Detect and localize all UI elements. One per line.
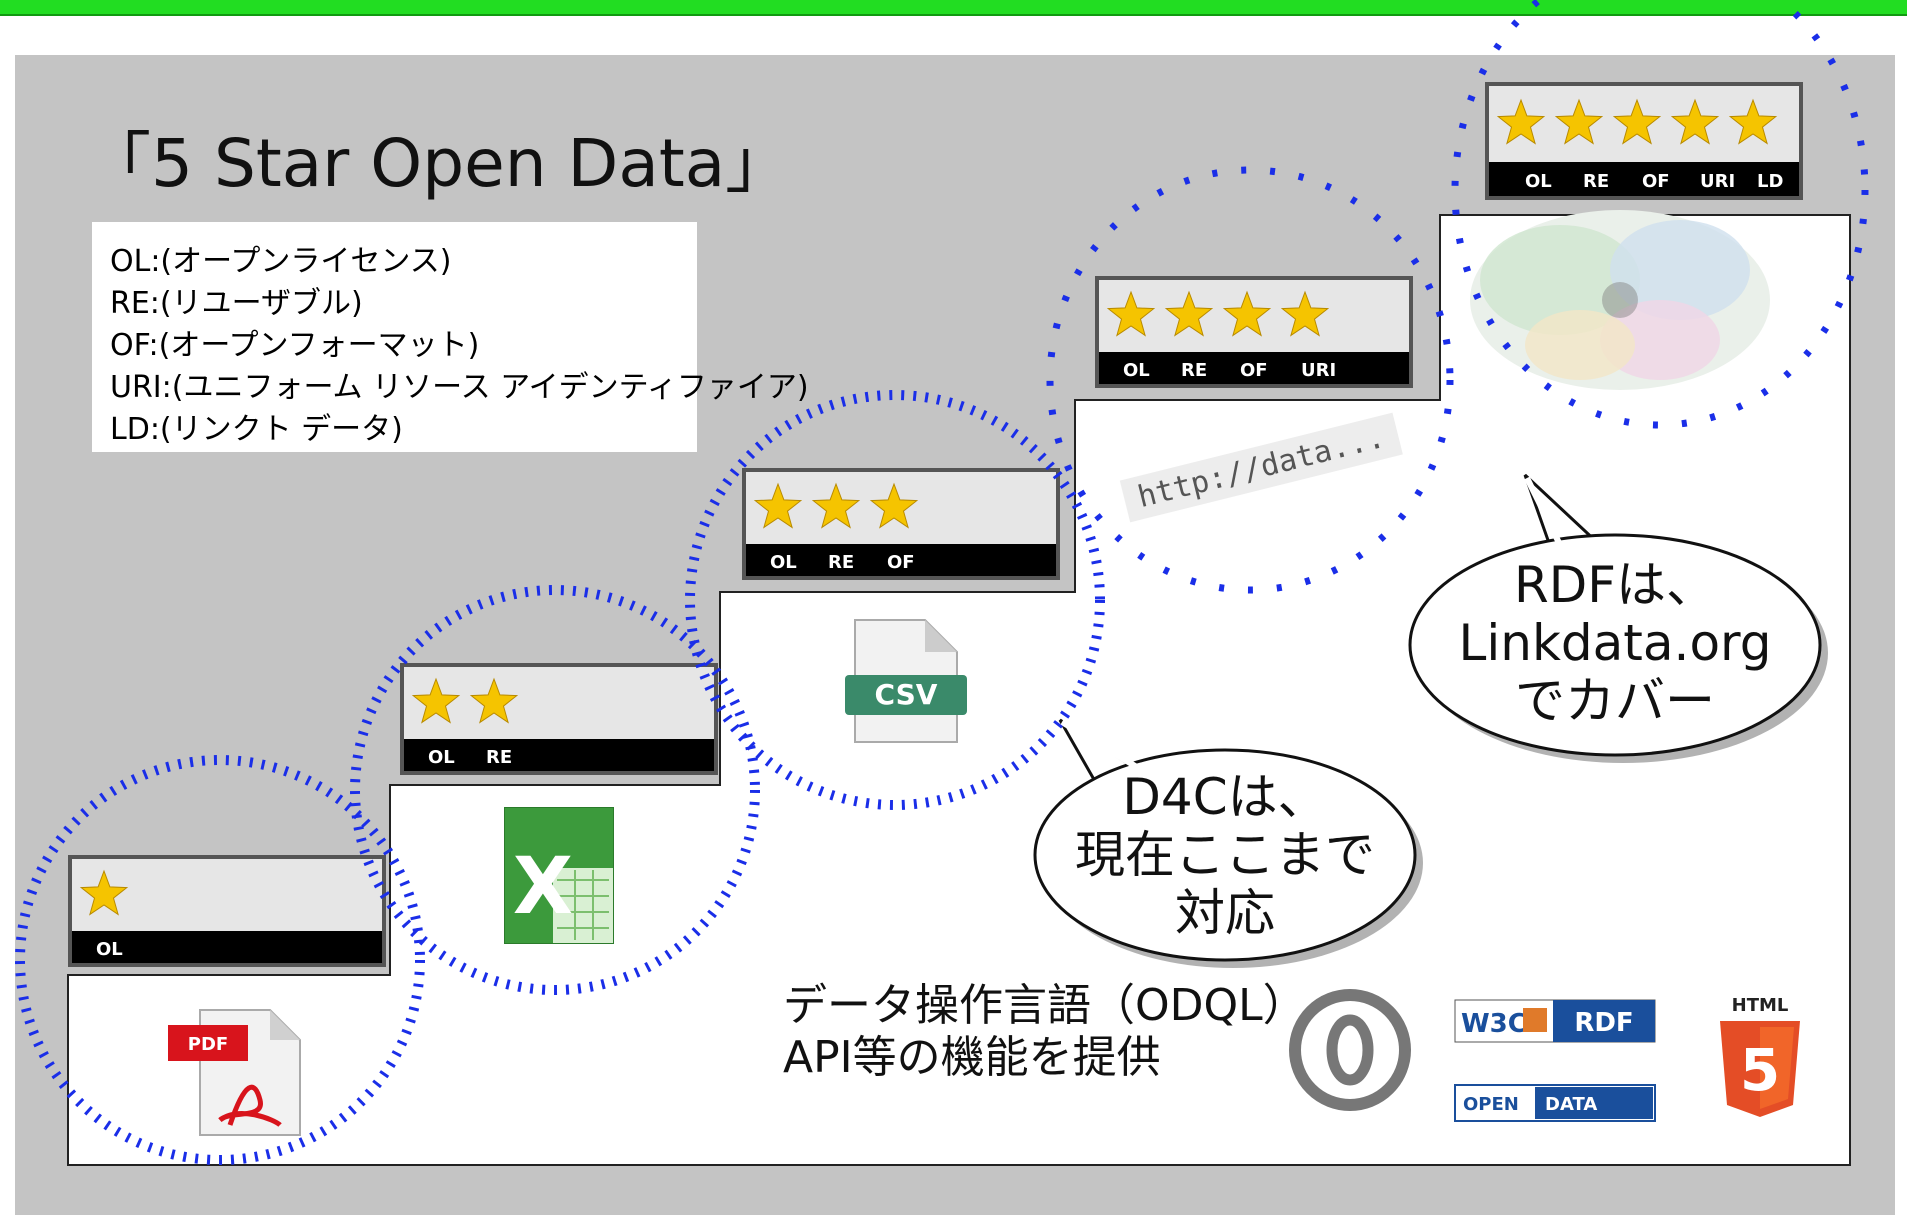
feature-description: データ操作言語（ODQL） API等の機能を提供 — [783, 980, 1307, 1084]
badge-code-of: OF — [1642, 171, 1670, 192]
star-icon — [1554, 98, 1604, 145]
star-icon — [411, 677, 461, 724]
circle-2-star — [350, 585, 760, 995]
badge-code-ol: OL — [428, 747, 455, 768]
badge-codes: OL RE OF URI LD — [1525, 171, 1783, 192]
badge-1-star: OL — [68, 855, 386, 967]
rdf-callout-bubble — [1408, 473, 1828, 763]
pdf-file-icon: PDF — [168, 1009, 301, 1136]
star-icon — [1670, 98, 1720, 145]
feature-description-line-2: API等の機能を提供 — [783, 1032, 1161, 1083]
rdf-label: RDF — [1574, 1008, 1633, 1038]
html-label: HTML — [1732, 995, 1789, 1016]
w3c-label: W3C — [1461, 1009, 1527, 1039]
badge-codes: OL RE OF URI — [1123, 360, 1336, 381]
circle-4-star — [1046, 166, 1454, 594]
badge-4-star: OL RE OF URI — [1095, 276, 1413, 388]
star-icon — [1106, 290, 1156, 337]
badge-5-star: OL RE OF URI LD — [1485, 82, 1803, 200]
legend-item-ol: OL:(オープンライセンス) — [110, 244, 452, 279]
badge-stars — [79, 869, 129, 916]
badge-code-re: RE — [1181, 360, 1207, 381]
open-label: OPEN — [1463, 1094, 1519, 1115]
cc0-logo — [1289, 989, 1411, 1111]
excel-icon: X — [504, 807, 614, 944]
open-data-logo: OPEN DATA — [1454, 1084, 1656, 1122]
csv-file-icon: CSV — [845, 619, 967, 743]
badge-code-re: RE — [1583, 171, 1609, 192]
page-title: 「5 Star Open Data」 — [85, 125, 792, 202]
star-icon — [1496, 98, 1546, 145]
badge-code-ol: OL — [1123, 360, 1150, 381]
csv-label: CSV — [875, 678, 938, 711]
d4c-callout-bubble — [1033, 718, 1423, 968]
d4c-callout-line-3: 対応 — [1175, 884, 1275, 942]
circle-1-star — [15, 755, 425, 1165]
linked-data-cloud — [1470, 210, 1770, 390]
badge-codes: OL RE OF — [770, 552, 915, 573]
star-icon — [79, 869, 129, 916]
badge-code-of: OF — [887, 552, 915, 573]
star-icon — [1222, 290, 1272, 337]
legend-box: OL:(オープンライセンス) RE:(リユーザブル) OF:(オープンフォーマッ… — [92, 222, 809, 452]
badge-code-re: RE — [486, 747, 512, 768]
badge-code-ol: OL — [1525, 171, 1552, 192]
badge-stars — [411, 677, 519, 724]
star-icon — [1164, 290, 1214, 337]
badge-codes: OL — [96, 939, 123, 960]
badge-3-star: OL RE OF — [742, 468, 1060, 580]
badge-2-star: OL RE — [400, 663, 718, 775]
star-icon — [1612, 98, 1662, 145]
rdf-callout-line-3: でカバー — [1515, 672, 1715, 730]
top-bar — [0, 0, 1907, 14]
highlight-circles — [15, 0, 1869, 1165]
star-icon — [869, 482, 919, 529]
w3c-rdf-logo: W3C RDF — [1454, 999, 1656, 1043]
badge-code-ol: OL — [770, 552, 797, 573]
d4c-callout-line-2: 現在ここまで — [1075, 826, 1375, 884]
rdf-callout-line-2: Linkdata.org — [1458, 614, 1772, 672]
circle-5-star — [1451, 0, 1869, 429]
badge-code-re: RE — [828, 552, 854, 573]
d4c-callout-text: D4Cは、 現在ここまで 対応 — [1045, 768, 1405, 942]
badge-stars — [1496, 98, 1778, 145]
data-label: DATA — [1545, 1094, 1597, 1115]
badge-stars — [1106, 290, 1330, 337]
feature-description-line-1: データ操作言語（ODQL） — [783, 980, 1307, 1031]
badge-code-uri: URI — [1700, 171, 1735, 192]
badge-stars — [753, 482, 919, 529]
legend-item-of: OF:(オープンフォーマット) — [110, 328, 480, 363]
top-bar-line — [0, 14, 1907, 16]
badge-code-ld: LD — [1757, 171, 1783, 192]
rdf-callout-text: RDFは、 Linkdata.org でカバー — [1420, 556, 1810, 730]
circle-3-star — [685, 390, 1105, 810]
badge-code-uri: URI — [1301, 360, 1336, 381]
star-icon — [753, 482, 803, 529]
star-icon — [811, 482, 861, 529]
badge-code-of: OF — [1240, 360, 1268, 381]
html5-number: 5 — [1740, 1036, 1780, 1104]
pdf-label: PDF — [188, 1034, 228, 1055]
badge-codes: OL RE — [428, 747, 512, 768]
star-icon — [1280, 290, 1330, 337]
d4c-callout-line-1: D4Cは、 — [1122, 768, 1328, 826]
rdf-callout-line-1: RDFは、 — [1513, 556, 1716, 614]
legend-item-re: RE:(リユーザブル) — [110, 286, 363, 321]
html5-logo: HTML 5 — [1720, 995, 1800, 1117]
legend-item-ld: LD:(リンクト データ) — [110, 412, 403, 447]
star-icon — [1728, 98, 1778, 145]
legend-item-uri: URI:(ユニフォーム リソース アイデンティファイア) — [110, 370, 809, 405]
badge-code-ol: OL — [96, 939, 123, 960]
svg-text:X: X — [513, 842, 573, 932]
star-icon — [469, 677, 519, 724]
